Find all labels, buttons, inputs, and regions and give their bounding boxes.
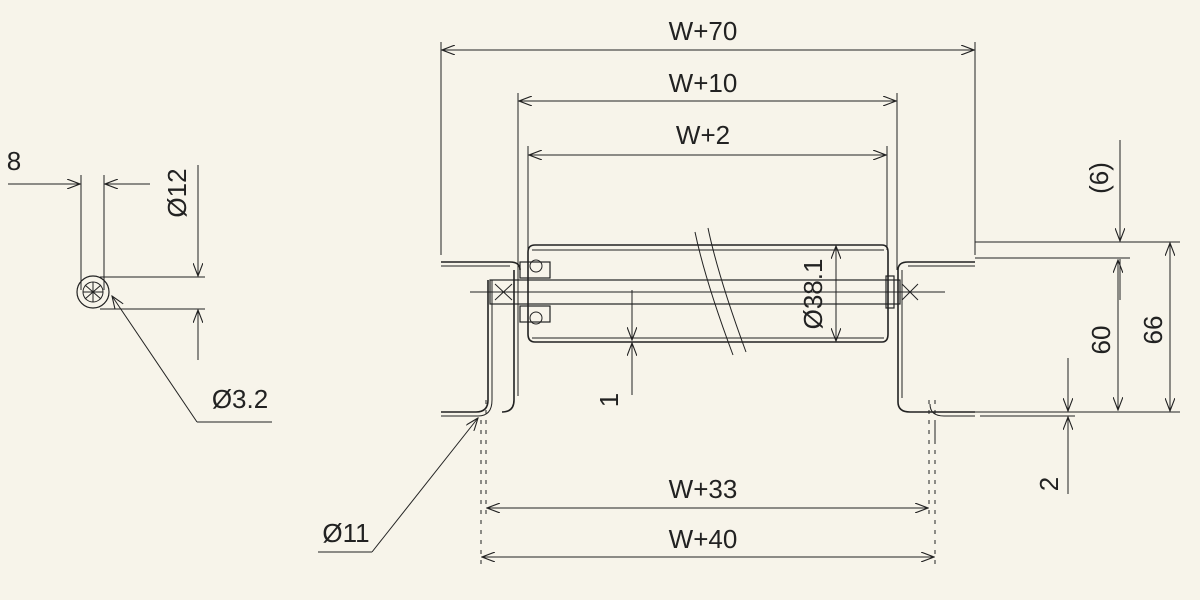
dim-w70-label: W+70 (669, 16, 738, 46)
dim-w40-label: W+40 (669, 524, 738, 554)
side-frame (441, 261, 975, 440)
dim-d38-label: Ø38.1 (798, 259, 828, 330)
dim-d32-label: Ø3.2 (212, 384, 268, 414)
dim-w33-label: W+33 (669, 474, 738, 504)
dim-66-label: 66 (1138, 316, 1168, 345)
dim-2-label: 2 (1034, 477, 1064, 491)
dim-w10-label: W+10 (669, 68, 738, 98)
dim-60-label: 60 (1086, 326, 1116, 355)
dim-d11-label: Ø11 (322, 518, 369, 548)
top-dimensions (440, 42, 976, 270)
dim-w2-label: W+2 (676, 120, 730, 150)
shaft-end-detail (8, 165, 272, 423)
dim-d12-label: Ø12 (162, 168, 192, 217)
bottom-dimensions (318, 400, 936, 568)
right-dimensions (632, 140, 1180, 494)
dim-1-label: 1 (594, 393, 624, 407)
roller (470, 227, 945, 356)
dim-6-label: (6) (1084, 162, 1114, 194)
dim-8-label: 8 (7, 146, 21, 176)
